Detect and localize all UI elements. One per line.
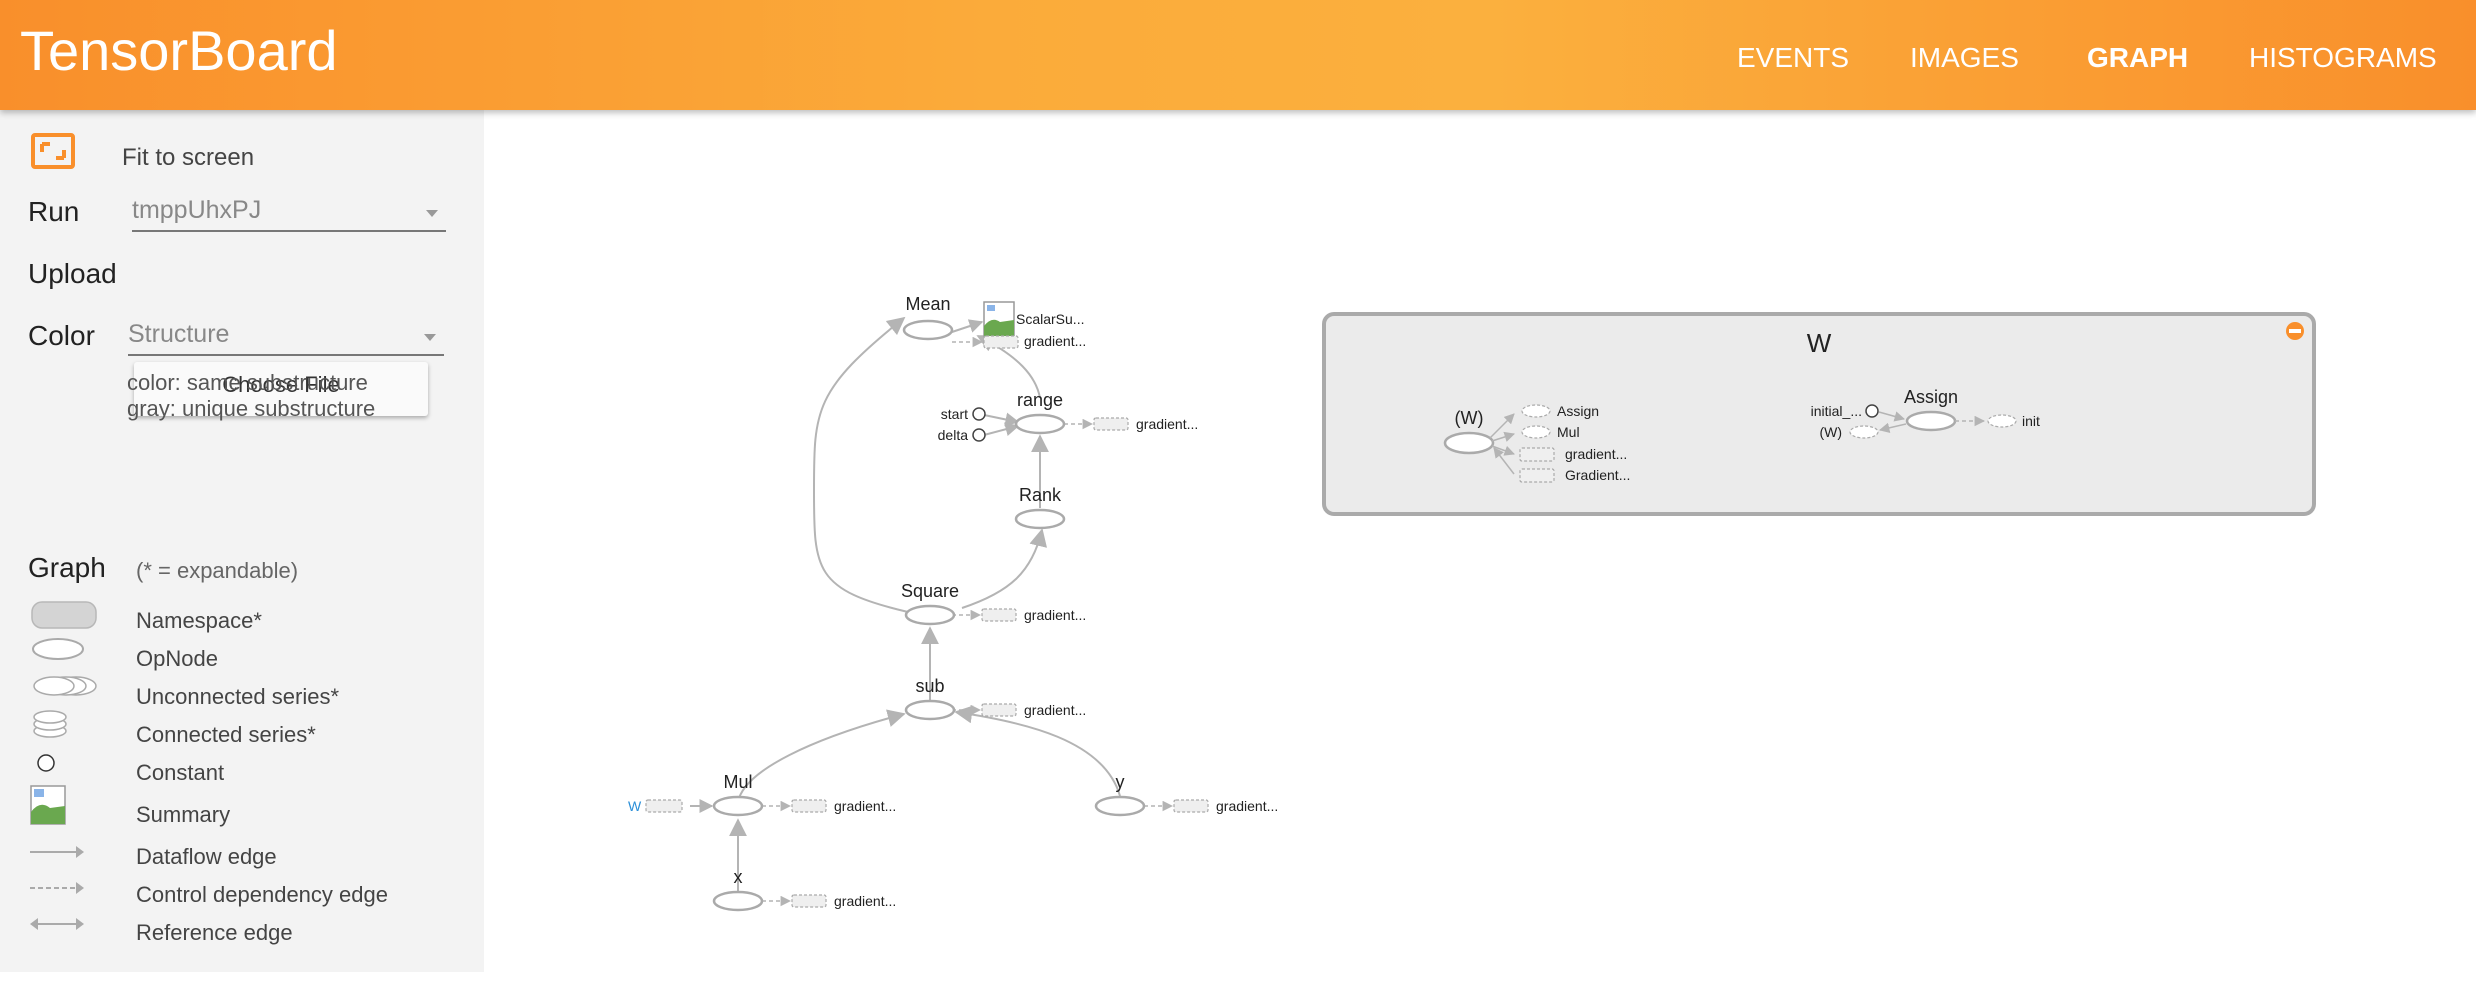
w-namespace-box[interactable]: W [1322,312,2316,516]
mul-gradient-label[interactable]: gradient... [834,798,896,814]
legend-unconnected-label: Unconnected series* [136,684,340,709]
w-ref-label[interactable]: (W) [1819,424,1842,440]
w-variable-label[interactable]: (W) [1455,408,1484,428]
fit-to-screen-label[interactable]: Fit to screen [122,144,255,171]
w-namespace-title: W [1807,328,1832,358]
delta-constant [972,428,986,442]
y-node [1094,795,1146,817]
w-output-mul[interactable]: Mul [1557,424,1580,440]
color-hint-same: color: same substructure [127,370,368,395]
sub-node [904,699,956,721]
upload-label: Upload [28,258,117,289]
color-label: Color [28,320,95,351]
init-label[interactable]: init [2022,413,2040,429]
app-title: TensorBoard [20,19,338,82]
chevron-down-icon [424,334,436,341]
sidebar: Fit to screen Run tmppUhxPJ Upload Choos… [0,110,484,972]
edge-y-to-sub [954,705,1121,797]
rank-label[interactable]: Rank [1019,485,1062,505]
edge-square-to-mean [813,316,909,613]
graph-legend-title: Graph [28,552,106,583]
opnode-legend-icon [32,638,84,660]
square-node [904,604,956,626]
square-label[interactable]: Square [901,581,959,601]
namespace-legend-icon [31,601,97,629]
edge-start-to-range [983,412,1020,427]
legend-reference-label: Reference edge [136,920,293,945]
legend-control-label: Control dependency edge [136,882,388,907]
mul-node [712,795,764,817]
edge-mul-to-sub [737,709,906,803]
fit-to-screen-icon[interactable] [30,132,78,170]
unconnected-series-legend-icon [33,676,97,696]
w-input-link[interactable]: W [628,798,642,814]
mean-label[interactable]: Mean [905,294,950,314]
tab-graph[interactable]: GRAPH [2087,42,2189,73]
edge-square-to-rank [961,528,1047,609]
control-dependency-edge-legend-icon [30,882,84,894]
summary-icon [983,301,1015,337]
run-dropdown-value: tmppUhxPJ [132,196,262,224]
legend-dataflow-label: Dataflow edge [136,844,277,869]
x-gradient-label[interactable]: gradient... [834,893,896,909]
mean-gradient-label[interactable]: gradient... [1024,333,1086,349]
edge-delta-to-range [983,422,1020,436]
w-output-gradient-cap[interactable]: Gradient... [1565,467,1630,483]
reference-edge-legend-icon [30,918,84,930]
connected-series-legend-icon [33,710,67,738]
expandable-note: (* = expandable) [136,558,299,583]
legend-summary-label: Summary [136,802,231,827]
color-hint-unique: gray: unique substructure [127,396,376,421]
dataflow-edge-legend-icon [30,846,84,858]
y-label[interactable]: y [1116,772,1125,792]
w-output-gradient[interactable]: gradient... [1565,446,1627,462]
rank-node [1014,508,1066,530]
scalar-summary-label[interactable]: ScalarSu... [1016,311,1084,327]
summary-legend-icon [30,785,66,825]
legend-opnode-label: OpNode [136,646,218,671]
range-gradient-label[interactable]: gradient... [1136,416,1198,432]
mul-label[interactable]: Mul [723,772,752,792]
chevron-down-icon [426,210,438,217]
mean-node [902,319,954,341]
graph-canvas[interactable]: Mean ScalarSu... gradient... start delta… [484,110,2476,972]
constant-legend-icon [37,754,55,772]
y-gradient-label[interactable]: gradient... [1216,798,1278,814]
assign-label[interactable]: Assign [1904,387,1958,407]
x-node [712,890,764,912]
legend-constant-label: Constant [136,760,225,785]
legend-connected-label: Connected series* [136,722,316,747]
initial-value-label[interactable]: initial_... [1811,403,1862,419]
start-constant [972,407,986,421]
start-label[interactable]: start [941,406,968,422]
choose-file-button[interactable]: Choose File [134,362,428,416]
color-dropdown-value: Structure [128,320,230,348]
legend-icons [30,601,97,930]
delta-label[interactable]: delta [938,427,969,443]
assign-node [1905,410,1957,432]
run-label: Run [28,196,80,227]
collapse-icon[interactable] [2286,322,2304,340]
tab-images[interactable]: IMAGES [1910,42,2019,73]
range-label[interactable]: range [1017,390,1063,410]
x-label[interactable]: x [734,867,743,887]
w-output-assign[interactable]: Assign [1557,403,1599,419]
app-header: TensorBoard EVENTS IMAGES GRAPH HISTOGRA… [0,0,2476,110]
edge-mean-to-summary [951,319,984,333]
tab-histograms[interactable]: HISTOGRAMS [2249,42,2437,73]
legend-namespace-label: Namespace* [136,608,262,633]
tab-events[interactable]: EVENTS [1737,42,1850,73]
range-node [1014,413,1066,435]
w-variable-node [1443,431,1495,455]
square-gradient-label[interactable]: gradient... [1024,607,1086,623]
sub-label[interactable]: sub [915,676,944,696]
sub-gradient-label[interactable]: gradient... [1024,702,1086,718]
color-dropdown[interactable]: Structure [128,320,444,356]
run-dropdown[interactable]: tmppUhxPJ [132,196,446,232]
